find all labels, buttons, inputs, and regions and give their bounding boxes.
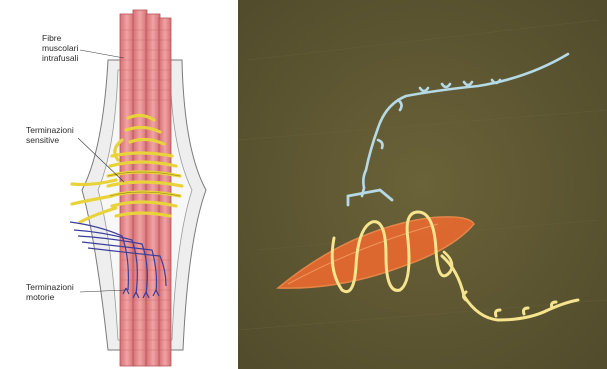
- spindle-photo-panel: [238, 0, 607, 369]
- spindle-drawing: [0, 0, 238, 369]
- label-sensory-endings: Terminazioni sensitive: [26, 125, 74, 145]
- label-intrafusal-fibers: Fibre muscolari intrafusali: [42, 33, 78, 63]
- intrafusal-fibers: [120, 10, 171, 366]
- spindle-photo: [238, 0, 607, 369]
- label-motor-endings: Terminazioni motorie: [26, 282, 74, 302]
- spindle-drawing-panel: Fibre muscolari intrafusali Terminazioni…: [0, 0, 238, 369]
- photo-background: [238, 0, 607, 369]
